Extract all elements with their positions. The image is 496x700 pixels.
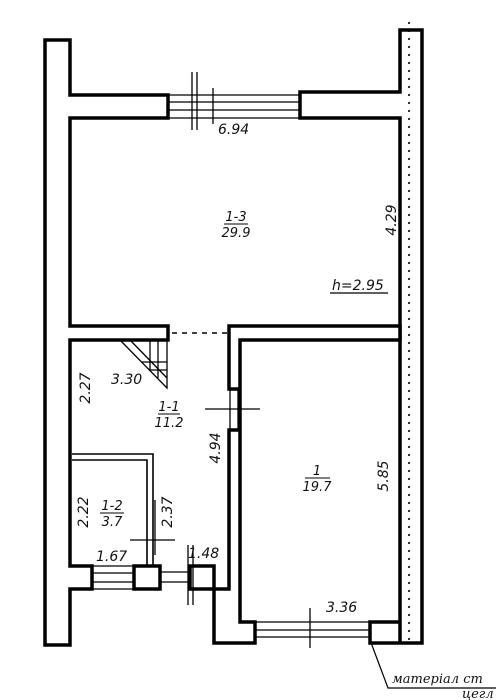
note-line-1: матеріал ст [392,672,483,687]
note-leader [369,639,496,689]
room-1-number: 1 [313,464,321,479]
window-garage [255,608,370,648]
dim-bottom-mid: 1.48 [188,546,219,562]
garage-wall [212,324,402,645]
dim-right-upper: 4.29 [384,204,400,235]
dim-ceiling-height: h=2.95 [332,278,384,294]
staircase [119,339,168,390]
dim-bottom-left: 1.67 [96,549,127,565]
partition-1-2 [72,453,154,566]
bottom-wall-left [132,564,162,591]
room-1-2-number: 1-2 [101,499,122,514]
dim-garage-width: 3.36 [326,600,357,616]
dim-hall-left: 2.27 [78,372,94,403]
right-outer-wall [298,28,424,645]
dim-small-right: 2.37 [160,496,176,527]
dim-stair: 3.30 [111,372,142,388]
room-1-1-number: 1-1 [158,400,179,415]
left-outer-wall [43,38,170,647]
room-1-1-area: 11.2 [155,416,184,431]
fraction-lines [100,223,330,514]
note-line-2: цегл [462,687,494,700]
room-1-3-area: 29.9 [222,226,251,241]
dim-small-left: 2.22 [76,496,92,527]
room-1-area: 19.7 [303,480,333,495]
dim-garage-height: 5.85 [376,460,392,491]
room-1-2-area: 3.7 [102,515,123,530]
dim-top-width: 6.94 [218,122,249,138]
walls [43,28,424,647]
window-top [168,72,300,130]
door-marks [130,389,260,555]
bottom-wall-right [188,564,216,591]
window-bottom [92,545,194,605]
dim-hall-mid: 4.94 [208,432,224,463]
room-1-3-number: 1-3 [225,210,246,225]
